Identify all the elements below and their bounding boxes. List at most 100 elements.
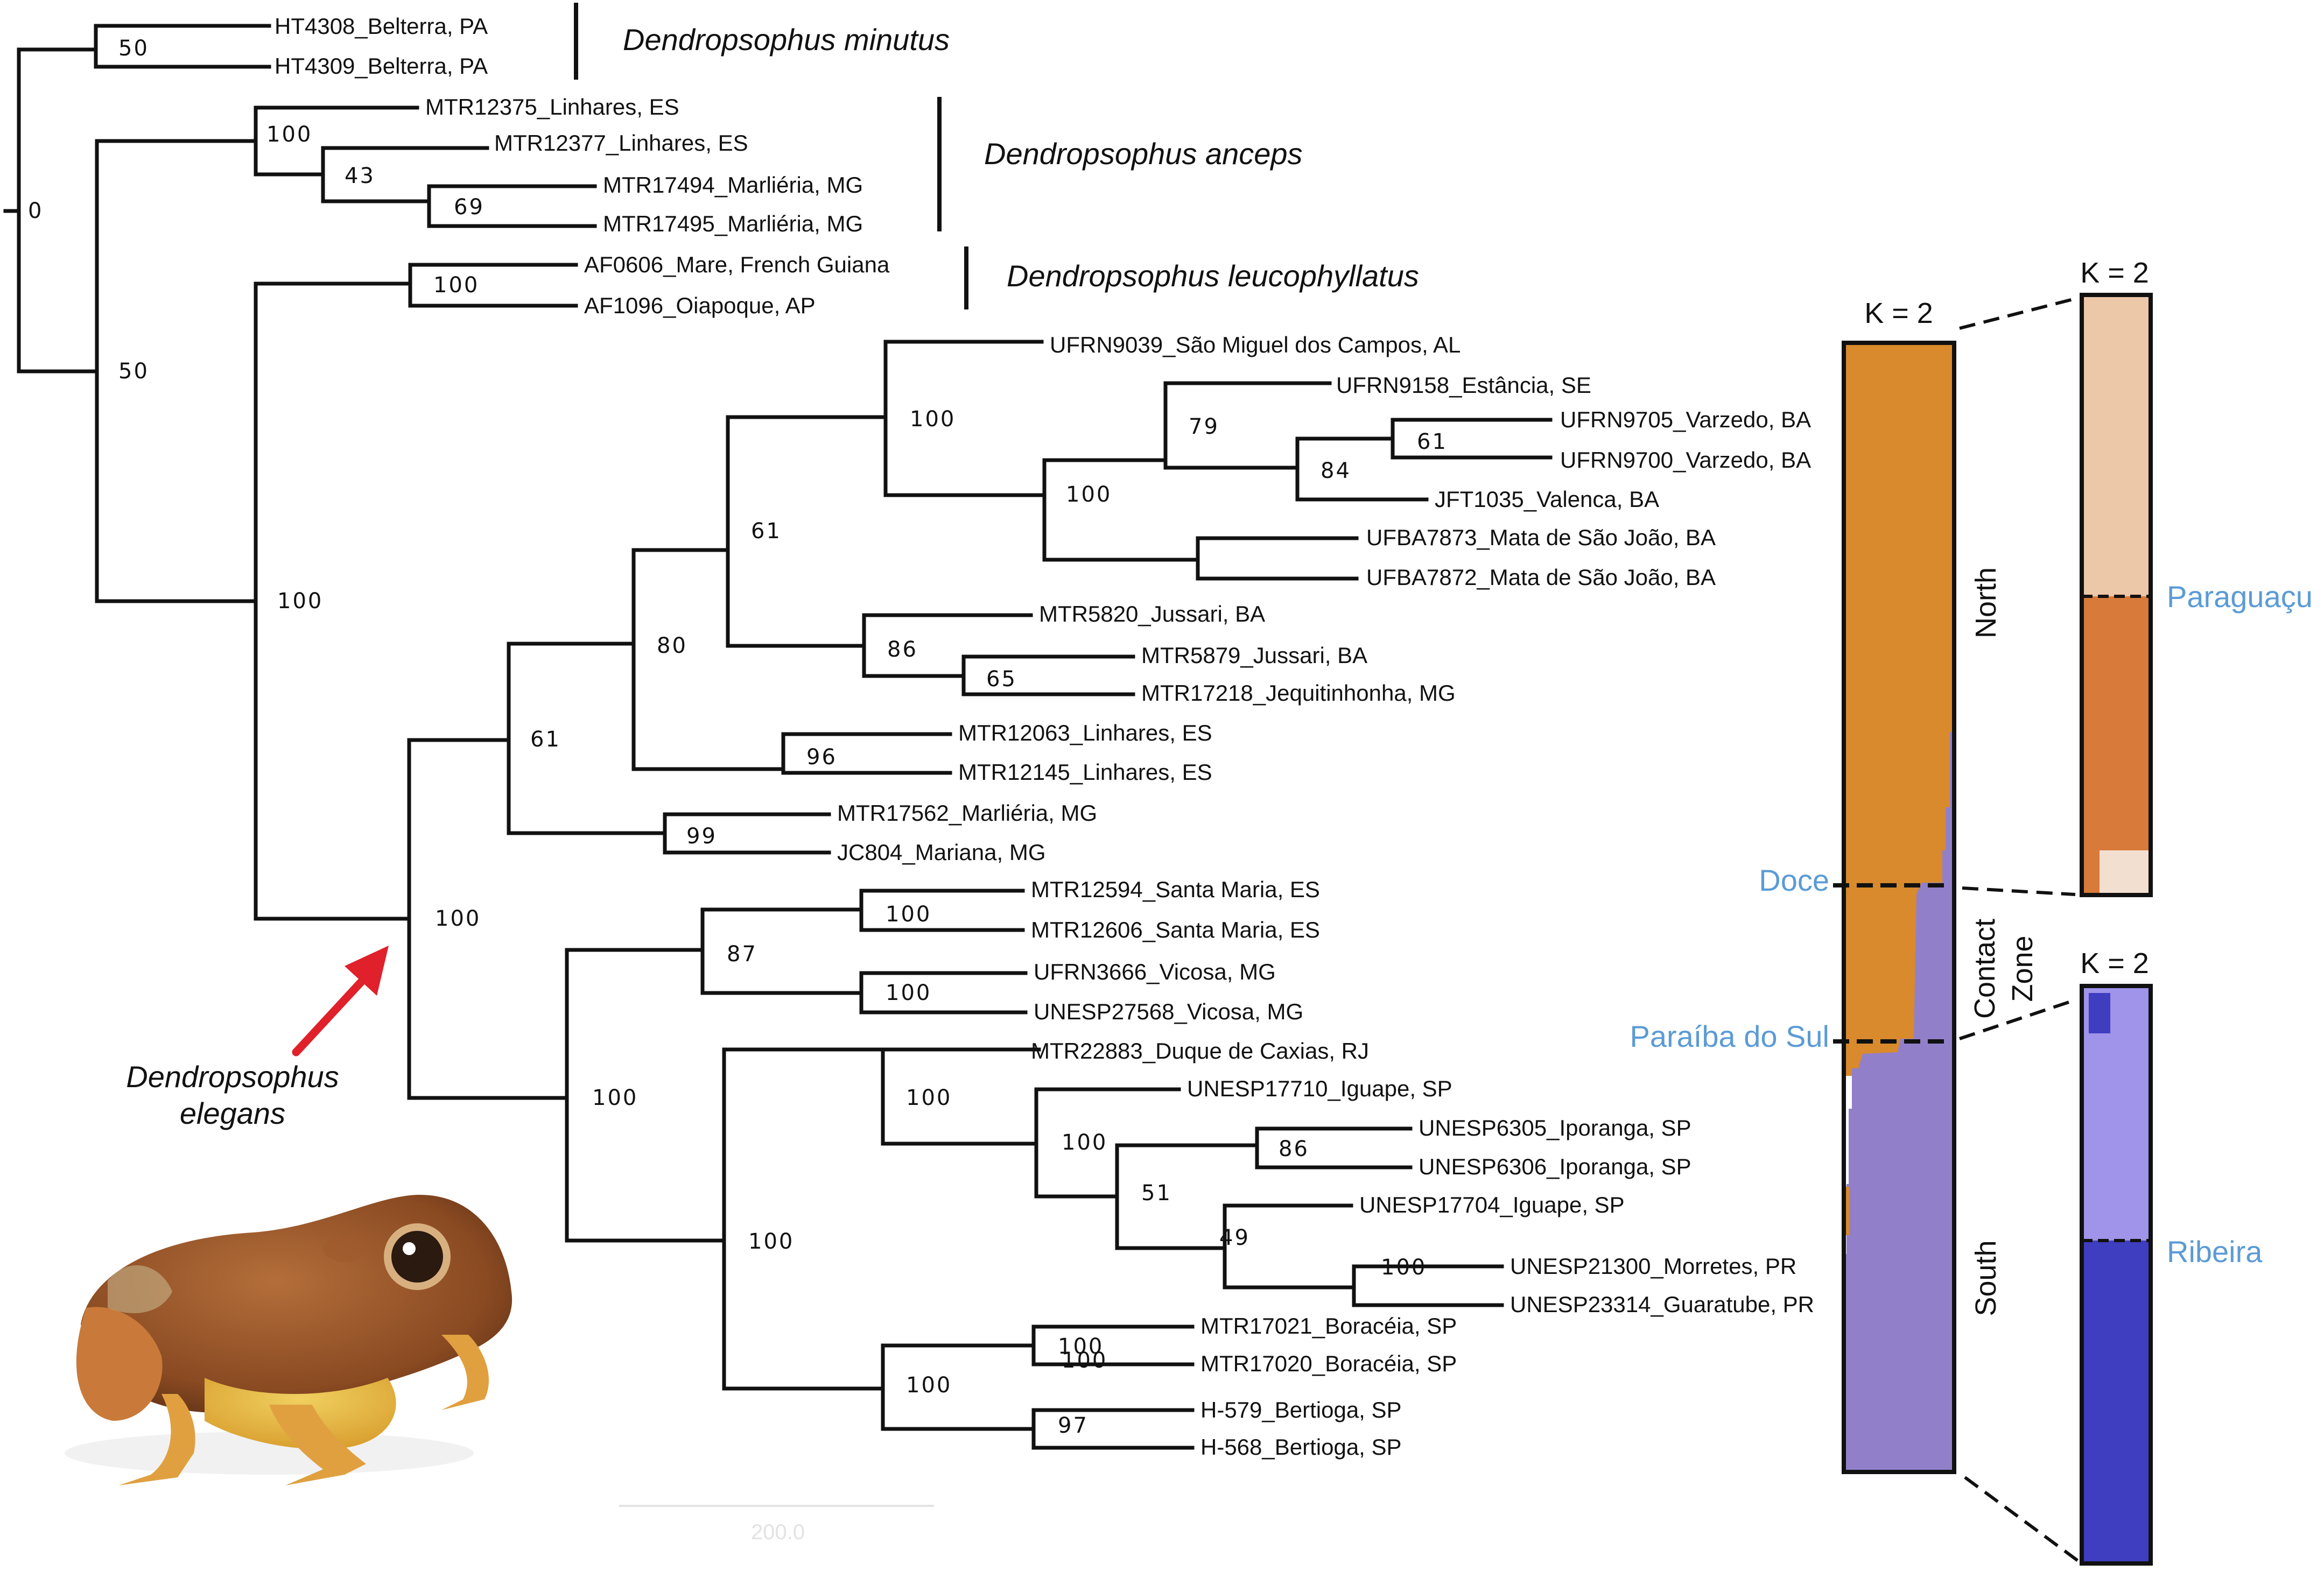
structure-main-bar: K = 2	[1833, 297, 1956, 1474]
support-value: 84	[1321, 459, 1351, 483]
south-cluster-admixture	[1844, 732, 1954, 1472]
structure-north-bar: K = 2	[2080, 257, 2153, 897]
paraguacu-light-fill	[2082, 295, 2151, 596]
support-value: 61	[530, 727, 561, 752]
support-value: 79	[1189, 414, 1219, 439]
tip-label: HT4309_Belterra, PA	[275, 53, 488, 79]
paraguacu-light-sliver	[2100, 850, 2151, 895]
support-value: 50	[118, 36, 149, 61]
elegans-pointer: Dendropsophus elegans	[126, 946, 389, 1130]
support-value: 87	[727, 942, 757, 967]
region-south: South	[1970, 1240, 2002, 1316]
support-value: 51	[1141, 1181, 1172, 1206]
species-label-anceps: Dendropsophus anceps	[984, 137, 1303, 171]
structure-south-bar: K = 2	[2080, 947, 2153, 1566]
support-value: 43	[345, 164, 375, 188]
k-label-north: K = 2	[2080, 257, 2149, 289]
tip-label: MTR12594_Santa Maria, ES	[1031, 877, 1320, 902]
tip-label: MTR17021_Boracéia, SP	[1200, 1313, 1457, 1338]
support-value: 100	[435, 906, 481, 931]
tip-label: MTR12377_Linhares, ES	[494, 130, 748, 156]
support-value: 100	[266, 122, 312, 147]
ribeira-dark-sliver	[2089, 993, 2110, 1033]
region-zone: Zone	[2006, 935, 2039, 1002]
tree-branches	[3, 24, 1553, 1450]
tip-label: MTR17562_Marliéria, MG	[837, 800, 1097, 826]
scale-bar: 200.0	[619, 1505, 934, 1544]
tip-label: UFRN9158_Estância, SE	[1336, 372, 1591, 398]
tip-label: MTR12145_Linhares, ES	[958, 759, 1212, 785]
tip-label: MTR17218_Jequitinhonha, MG	[1141, 680, 1456, 706]
tip-label: UNESP27568_Vicosa, MG	[1034, 999, 1303, 1024]
river-doce: Doce	[1759, 863, 1829, 897]
tip-label: MTR17495_Marliéria, MG	[603, 211, 863, 236]
tip-label: JC804_Mariana, MG	[837, 840, 1046, 865]
tip-label: UFBA7873_Mata de São João, BA	[1366, 525, 1716, 550]
tip-label: MTR5820_Jussari, BA	[1039, 601, 1265, 626]
ribeira-dark-fill	[2082, 1241, 2151, 1563]
support-value: 100	[277, 589, 323, 614]
tip-label: UNESP6306_Iporanga, SP	[1419, 1154, 1691, 1179]
support-value: 100	[1381, 1255, 1427, 1280]
region-contact: Contact	[1969, 919, 2001, 1019]
support-value: 100	[906, 1086, 952, 1110]
river-paraguacu: Paraguaçu	[2167, 580, 2313, 614]
support-value: 100	[433, 273, 479, 298]
tip-label: MTR12063_Linhares, ES	[958, 720, 1212, 745]
arrow-shaft	[292, 975, 368, 1056]
tip-label: UFRN9700_Varzedo, BA	[1560, 447, 1811, 473]
tip-label: MTR5879_Jussari, BA	[1141, 643, 1367, 668]
north-cluster-sliver	[1844, 1187, 1849, 1235]
tip-label: MTR17494_Marliéria, MG	[603, 172, 863, 198]
tip-label: UFRN9039_São Miguel dos Campos, AL	[1050, 332, 1461, 357]
tip-label: UNESP17710_Iguape, SP	[1187, 1076, 1452, 1101]
river-paraiba-do-sul: Paraíba do Sul	[1630, 1019, 1829, 1053]
support-value: 86	[1279, 1137, 1309, 1161]
tip-label: MTR17020_Boracéia, SP	[1200, 1351, 1457, 1376]
region-north: North	[1970, 567, 2002, 638]
tip-label: MTR12606_Santa Maria, ES	[1031, 917, 1320, 942]
support-value: 100	[592, 1086, 638, 1110]
support-value: 100	[1058, 1334, 1104, 1359]
support-value: 50	[118, 359, 149, 384]
k-label-main: K = 2	[1864, 297, 1933, 329]
elegans-label-line2: elegans	[180, 1096, 285, 1130]
support-value: 86	[887, 637, 918, 662]
tip-label: UFBA7872_Mata de São João, BA	[1366, 565, 1716, 590]
tip-label: AF0606_Mare, French Guiana	[584, 252, 890, 277]
tip-label: UNESP6305_Iporanga, SP	[1419, 1115, 1691, 1140]
tip-label: AF1096_Oiapoque, AP	[584, 293, 816, 318]
tip-label: JFT1035_Valenca, BA	[1435, 487, 1659, 512]
support-value: 100	[748, 1229, 794, 1254]
tip-label: H-568_Bertioga, SP	[1200, 1434, 1402, 1460]
river-ribeira: Ribeira	[2167, 1235, 2263, 1269]
support-value: 100	[1066, 482, 1112, 507]
k-label-south: K = 2	[2080, 947, 2149, 980]
support-value: 100	[910, 407, 956, 432]
support-value: 100	[1062, 1130, 1107, 1155]
tip-label: UFRN3666_Vicosa, MG	[1034, 959, 1276, 984]
arrow-head-icon	[345, 946, 389, 996]
support-value: 49	[1219, 1225, 1250, 1250]
support-value: 99	[686, 824, 717, 849]
tip-label: UNESP17704_Iguape, SP	[1359, 1192, 1625, 1217]
tip-label: MTR12375_Linhares, ES	[425, 94, 679, 119]
tip-labels: HT4308_Belterra, PA HT4309_Belterra, PA …	[275, 13, 1814, 1460]
support-values: 0 50 50 100 43 69 100 100 100 100 61 80 …	[28, 36, 1448, 1438]
support-value: 100	[1062, 1348, 1107, 1373]
species-label-minutus: Dendropsophus minutus	[623, 23, 950, 57]
support-value: 96	[806, 745, 837, 770]
support-value: 61	[1417, 429, 1448, 454]
support-value: 97	[1058, 1413, 1089, 1438]
support-value: 65	[986, 667, 1017, 692]
tip-label: UNESP21300_Morretes, PR	[1510, 1253, 1796, 1279]
support-value: 61	[751, 519, 782, 544]
support-value: 80	[657, 633, 687, 658]
frog-illustration	[65, 1195, 512, 1485]
structure-main-frame	[1842, 341, 1956, 1474]
support-value: 100	[886, 902, 931, 927]
tip-label: H-579_Bertioga, SP	[1200, 1397, 1402, 1422]
paraguacu-dark-fill	[2082, 596, 2151, 895]
scale-label: 200.0	[751, 1520, 805, 1544]
